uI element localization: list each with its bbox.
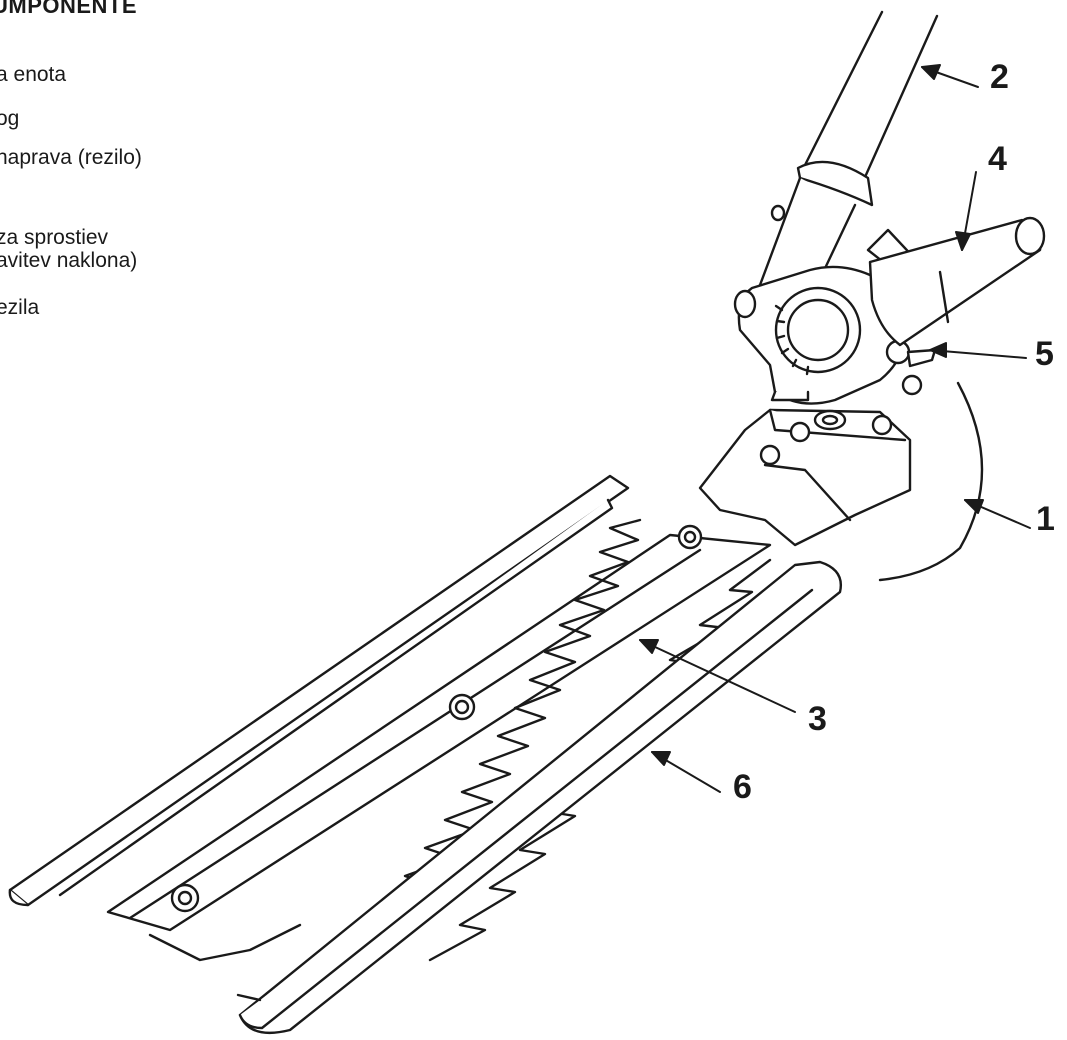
legend-title: UMPONENTE <box>0 0 138 18</box>
callout-2: 2 <box>990 58 1009 96</box>
component-legend: UMPONENTE a enota og naprava (rezilo) za… <box>0 0 240 330</box>
legend-item-2: og <box>0 107 20 130</box>
callout-3: 3 <box>808 700 827 738</box>
blade-guard <box>236 560 842 1035</box>
legend-item-4: za sprostiev avitev naklona) <box>0 226 138 272</box>
callout-5: 5 <box>1035 335 1054 373</box>
callout-4: 4 <box>988 140 1007 178</box>
mount-bracket <box>698 408 912 547</box>
leader-lines <box>639 64 1031 793</box>
callout-1: 1 <box>1036 500 1055 538</box>
drive-shaft <box>798 10 939 197</box>
legend-item-3: naprava (rezilo) <box>0 146 142 169</box>
legend-item-1: a enota <box>0 63 67 86</box>
blade-bar <box>106 524 772 932</box>
lower-teeth <box>148 558 772 962</box>
upper-guard <box>8 474 630 907</box>
handle-grip <box>868 216 1046 347</box>
callout-6: 6 <box>733 768 752 806</box>
upper-teeth <box>383 518 642 916</box>
tilt-arc <box>878 381 984 582</box>
legend-item-5: ezila <box>0 296 40 319</box>
gear-head <box>733 204 907 405</box>
